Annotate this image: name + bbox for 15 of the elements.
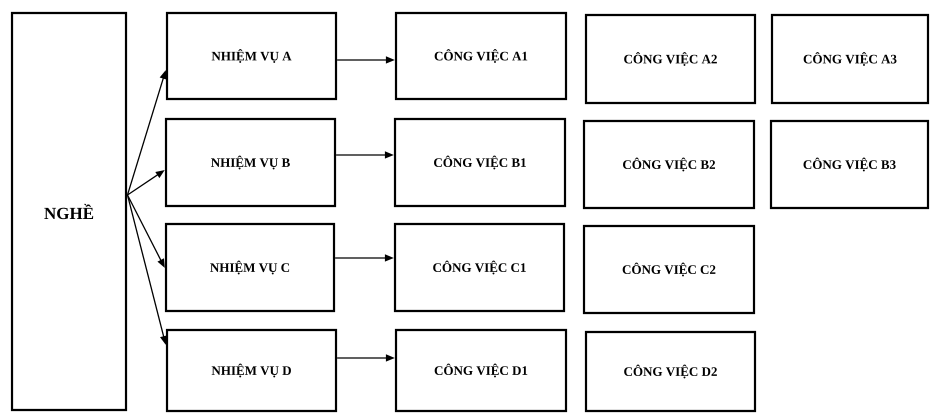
job-box: CÔNG VIỆC C2 [582,224,756,314]
job-box: CÔNG VIỆC D1 [394,328,568,412]
job-box: CÔNG VIỆC A1 [394,12,568,100]
occupation-box: NGHỀ [10,12,128,412]
task-box: NHIỆM VỤ C [164,222,336,312]
job-box: CÔNG VIỆC D2 [584,330,756,412]
job-box: CÔNG VIỆC B2 [582,120,756,210]
task-box: NHIỆM VỤ D [166,328,338,412]
job-box: CÔNG VIỆC B3 [770,120,930,210]
task-box: NHIỆM VỤ A [166,12,338,100]
job-box: CÔNG VIỆC A2 [584,14,756,104]
task-box: NHIỆM VỤ B [164,118,336,208]
job-box: CÔNG VIỆC B1 [394,118,566,208]
job-box: CÔNG VIỆC C1 [394,222,566,312]
job-box: CÔNG VIỆC A3 [770,14,930,104]
